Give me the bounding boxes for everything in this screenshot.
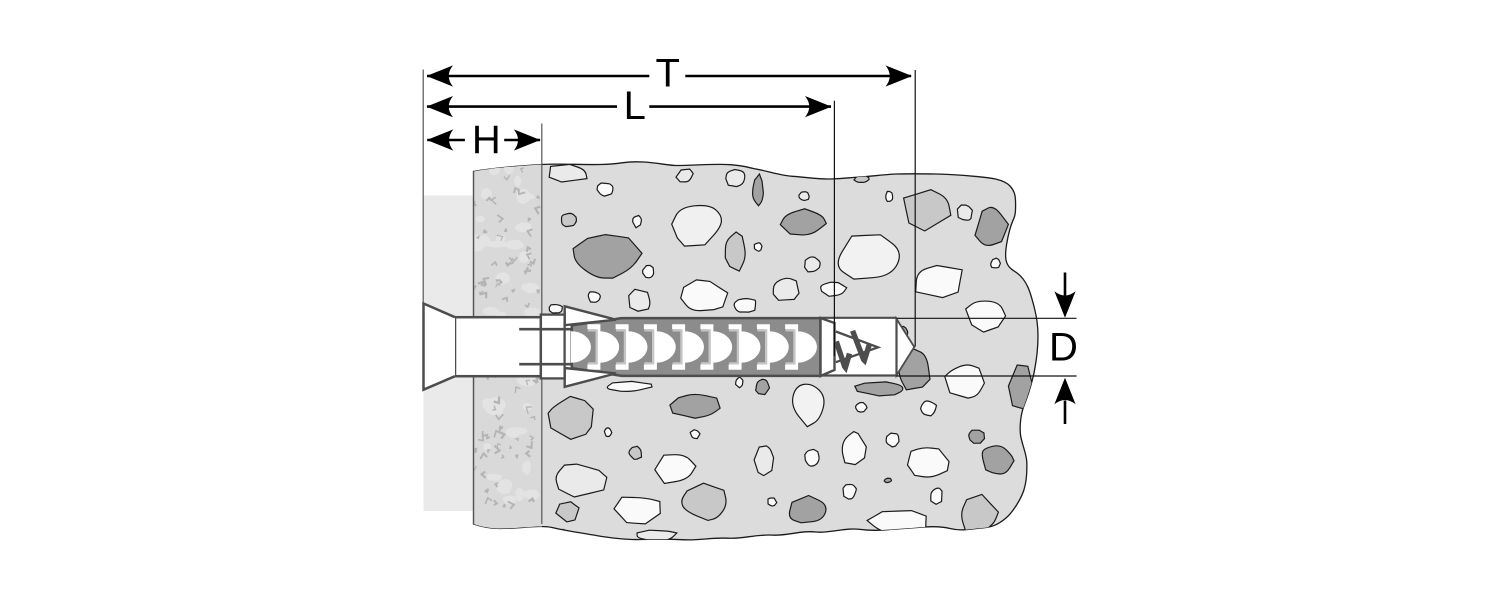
svg-text:T: T [655, 52, 679, 96]
svg-text:L: L [624, 84, 646, 128]
svg-text:H: H [472, 118, 501, 162]
svg-text:D: D [1049, 326, 1078, 370]
